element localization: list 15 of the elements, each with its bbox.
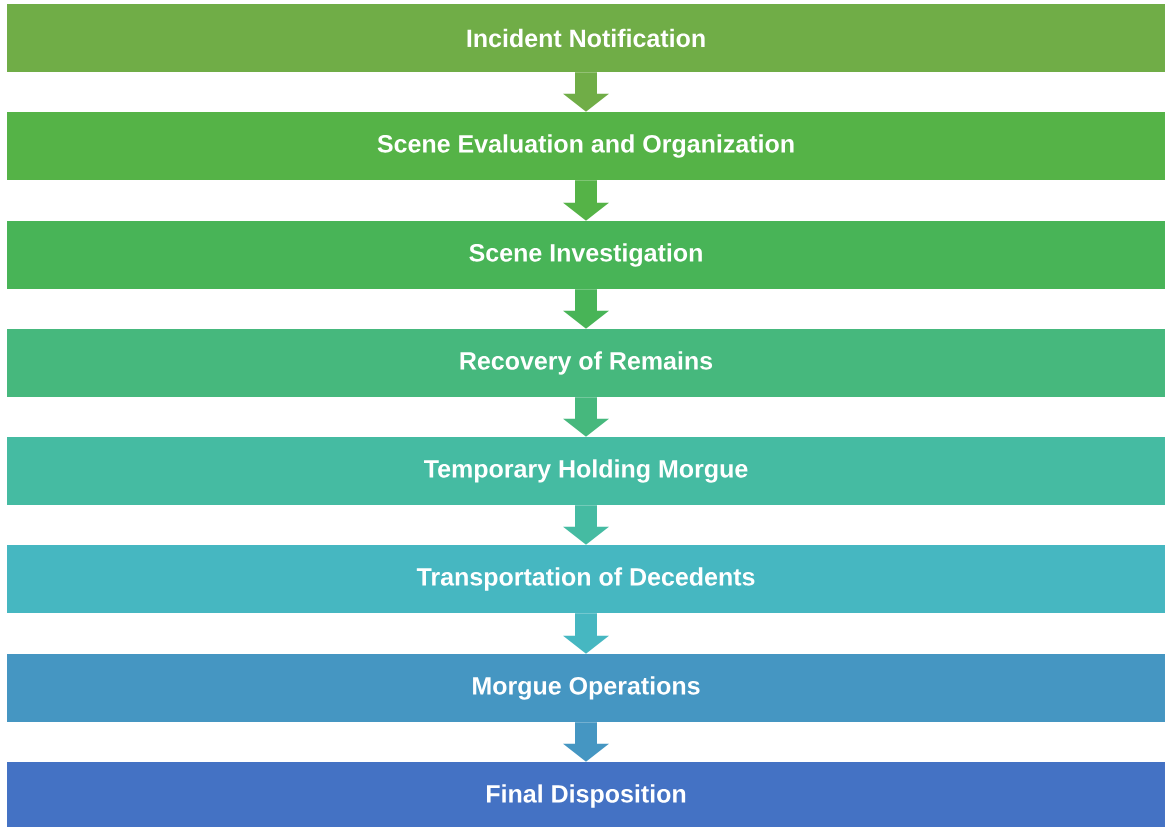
down-arrow <box>563 505 609 545</box>
down-arrow <box>563 397 609 437</box>
process-band: Scene Investigation <box>7 221 1165 289</box>
process-band: Recovery of Remains <box>7 329 1165 397</box>
down-arrow <box>563 72 609 112</box>
down-arrow <box>563 180 609 221</box>
process-band: Transportation of Decedents <box>7 545 1165 613</box>
process-band: Incident Notification <box>7 4 1165 72</box>
down-arrow <box>563 613 609 654</box>
down-arrow <box>563 722 609 762</box>
process-band: Final Disposition <box>7 762 1165 827</box>
process-band: Morgue Operations <box>7 654 1165 722</box>
process-band: Scene Evaluation and Organization <box>7 112 1165 180</box>
process-band: Temporary Holding Morgue <box>7 437 1165 505</box>
down-arrow <box>563 289 609 329</box>
